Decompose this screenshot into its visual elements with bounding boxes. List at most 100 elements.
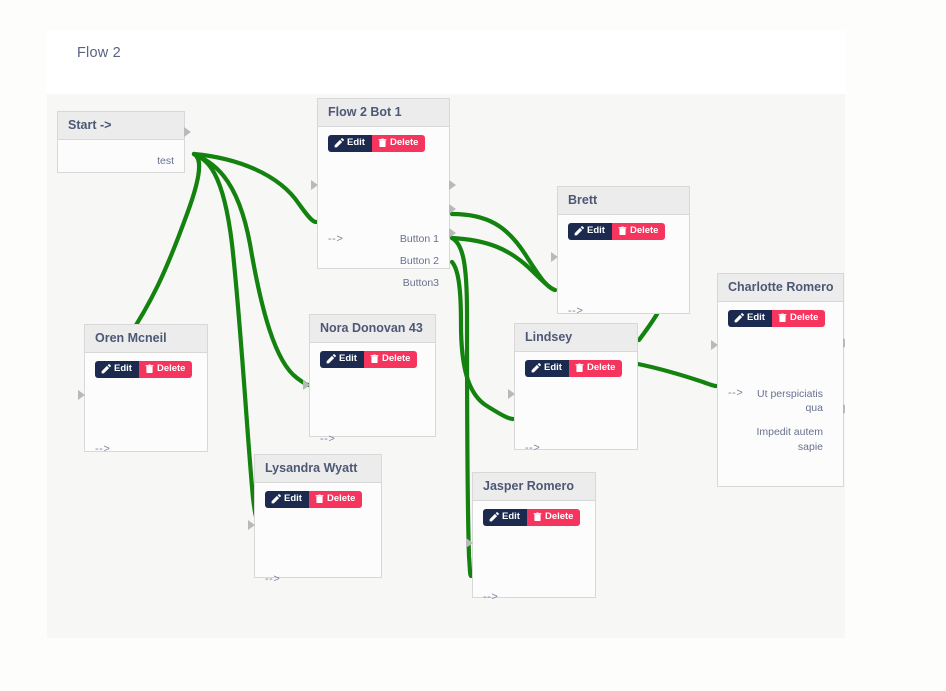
node-action-bar: Edit Delete xyxy=(515,352,637,377)
delete-button[interactable]: Delete xyxy=(308,491,363,508)
input-connector-nub[interactable] xyxy=(248,520,255,530)
input-port-label[interactable]: --> xyxy=(483,591,499,603)
output-port-label[interactable]: Button 2 xyxy=(399,255,439,267)
node-ports: --> Button 1 Button 2 Button3 xyxy=(318,152,449,294)
input-port-label[interactable]: --> xyxy=(320,433,336,445)
input-connector-nub[interactable] xyxy=(311,180,318,190)
node-title: Brett xyxy=(558,187,689,215)
output-port-label[interactable]: Impedit autem sapie xyxy=(756,426,823,453)
output-connector-nub[interactable] xyxy=(449,180,456,190)
trash-icon xyxy=(378,138,387,148)
node-body: Edit Delete --> xyxy=(255,483,381,602)
flow-edge xyxy=(449,235,474,579)
edit-icon xyxy=(334,138,344,148)
delete-button[interactable]: Delete xyxy=(611,223,666,240)
flow-edge xyxy=(191,151,311,388)
node-title: Flow 2 Bot 1 xyxy=(318,99,449,127)
input-port-label[interactable]: --> xyxy=(525,442,541,454)
input-connector-nub[interactable] xyxy=(78,390,85,400)
output-port-label[interactable]: Ut perspiciatis qua xyxy=(757,388,823,415)
output-port-spacer xyxy=(422,433,425,445)
node-ports: --> xyxy=(558,240,689,334)
node-ports: --> xyxy=(473,526,595,620)
input-port-label[interactable]: --> xyxy=(328,233,344,245)
input-connector-nub[interactable] xyxy=(303,380,310,390)
delete-button-label: Delete xyxy=(629,225,659,237)
node-action-bar: Edit Delete xyxy=(718,302,843,327)
node-start[interactable]: Start -> test xyxy=(57,111,191,173)
input-port-label[interactable]: --> xyxy=(265,573,281,585)
input-connector-nub[interactable] xyxy=(711,340,718,350)
flow-header-panel: Flow 2 xyxy=(47,30,845,94)
port-row: --> xyxy=(310,428,435,450)
delete-button-label: Delete xyxy=(156,363,186,375)
edit-button[interactable]: Edit xyxy=(483,509,527,526)
node-title: Charlotte Romero xyxy=(718,274,843,302)
delete-button-label: Delete xyxy=(789,312,819,324)
port-row: Button3 xyxy=(318,272,449,294)
trash-icon xyxy=(618,226,627,236)
delete-button[interactable]: Delete xyxy=(526,509,581,526)
node-ports: --> xyxy=(310,368,435,462)
input-connector-nub[interactable] xyxy=(551,252,558,262)
edit-button-label: Edit xyxy=(544,362,562,374)
output-connector-nub[interactable] xyxy=(449,228,456,238)
delete-button[interactable]: Delete xyxy=(568,360,623,377)
node-title: Start -> xyxy=(58,112,184,140)
output-port-label[interactable]: Button3 xyxy=(402,277,439,289)
node-title: Jasper Romero xyxy=(473,473,595,501)
input-port-label[interactable]: --> xyxy=(568,305,584,317)
edit-button-label: Edit xyxy=(587,225,605,237)
output-connector-nub[interactable] xyxy=(843,338,845,348)
edit-button[interactable]: Edit xyxy=(728,310,772,327)
node-title: Oren Mcneil xyxy=(85,325,207,353)
edit-button[interactable]: Edit xyxy=(525,360,569,377)
output-port-spacer xyxy=(676,305,679,317)
delete-button[interactable]: Delete xyxy=(371,135,426,152)
input-port-label[interactable]: --> xyxy=(728,387,744,399)
output-connector-nub[interactable] xyxy=(449,204,456,214)
port-row: --> xyxy=(473,586,595,608)
edit-icon xyxy=(489,512,499,522)
output-connector-nub[interactable] xyxy=(843,404,845,414)
port-row: --> xyxy=(558,300,689,322)
edit-icon xyxy=(101,364,111,374)
port-row: --> xyxy=(85,438,207,460)
edit-button[interactable]: Edit xyxy=(95,361,139,378)
edit-button-label: Edit xyxy=(284,493,302,505)
edit-button[interactable]: Edit xyxy=(320,351,364,368)
delete-button[interactable]: Delete xyxy=(138,361,193,378)
input-connector-nub[interactable] xyxy=(466,538,473,548)
edit-button[interactable]: Edit xyxy=(328,135,372,152)
output-connector-nub[interactable] xyxy=(184,127,191,137)
output-port-label[interactable]: Button 1 xyxy=(399,233,439,245)
input-connector-nub[interactable] xyxy=(508,389,515,399)
edit-icon xyxy=(271,494,281,504)
node-body: test xyxy=(58,140,184,184)
delete-button[interactable]: Delete xyxy=(363,351,418,368)
node-ports: --> xyxy=(515,377,637,471)
flow-edge xyxy=(449,235,558,293)
delete-button[interactable]: Delete xyxy=(771,310,826,327)
input-port-label[interactable]: --> xyxy=(95,443,111,455)
port-row: Button 2 xyxy=(318,250,449,272)
edit-button[interactable]: Edit xyxy=(568,223,612,240)
edit-button[interactable]: Edit xyxy=(265,491,309,508)
input-port-spacer xyxy=(68,155,72,167)
output-port-label[interactable]: test xyxy=(157,155,174,167)
port-row: --> xyxy=(515,437,637,459)
